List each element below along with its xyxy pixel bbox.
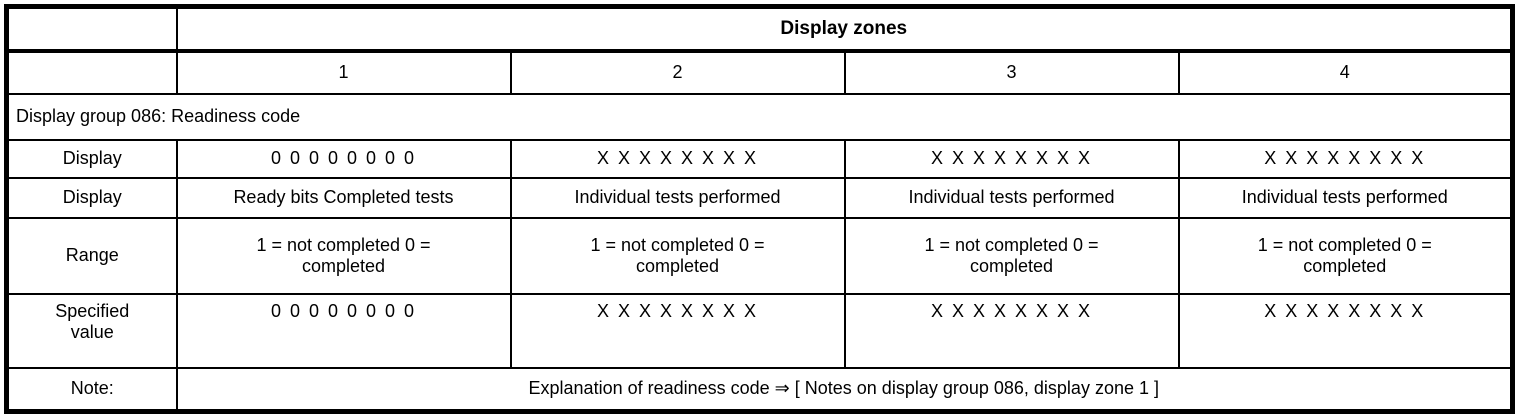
display-group-row: Display group 086: Readiness code — [5, 93, 1514, 141]
specified-value-zone-1: 0 0 0 0 0 0 0 0 — [175, 293, 512, 369]
display-value-zone-3: X X X X X X X X — [843, 139, 1180, 179]
display-zones-title: Display zones — [175, 5, 1514, 53]
specified-value-zone-2: X X X X X X X X — [509, 293, 846, 369]
display-group-title: Display group 086: Readiness code — [5, 93, 1514, 141]
row-label: Display — [5, 139, 178, 179]
display-values-row: Display 0 0 0 0 0 0 0 0 X X X X X X X X … — [5, 139, 1514, 179]
zone-number-1: 1 — [175, 50, 512, 95]
zone-number-3: 3 — [843, 50, 1180, 95]
range-zone-4: 1 = not completed 0 = completed — [1177, 217, 1514, 295]
zone-numbers-row: 1 2 3 4 — [5, 50, 1514, 95]
display-zones-header-row: Display zones — [5, 5, 1514, 53]
specified-value-zone-4: X X X X X X X X — [1177, 293, 1514, 369]
zone-row-label-cell — [5, 50, 178, 95]
display-value-zone-2: X X X X X X X X — [509, 139, 846, 179]
display-value-zone-1: 0 0 0 0 0 0 0 0 — [175, 139, 512, 179]
row-label: Display — [5, 177, 178, 219]
range-zone-3: 1 = not completed 0 = completed — [843, 217, 1180, 295]
note-text: Explanation of readiness code ⇒ [ Notes … — [175, 367, 1514, 413]
readiness-code-table: Display zones 1 2 3 4 Display group 086:… — [4, 4, 1516, 414]
range-row: Range 1 = not completed 0 = completed 1 … — [5, 217, 1514, 295]
note-row: Note: Explanation of readiness code ⇒ [ … — [5, 367, 1514, 413]
zone-number-2: 2 — [509, 50, 846, 95]
range-zone-1: 1 = not completed 0 = completed — [175, 217, 512, 295]
display-description-row: Display Ready bits Completed tests Indiv… — [5, 177, 1514, 219]
corner-cell — [5, 5, 178, 53]
specified-value-zone-3: X X X X X X X X — [843, 293, 1180, 369]
display-desc-zone-4: Individual tests performed — [1177, 177, 1514, 219]
display-desc-zone-2: Individual tests performed — [509, 177, 846, 219]
row-label: Range — [5, 217, 178, 295]
display-desc-zone-3: Individual tests performed — [843, 177, 1180, 219]
row-label: Specified value — [5, 293, 178, 369]
display-value-zone-4: X X X X X X X X — [1177, 139, 1514, 179]
specified-value-row: Specified value 0 0 0 0 0 0 0 0 X X X X … — [5, 293, 1514, 369]
range-zone-2: 1 = not completed 0 = completed — [509, 217, 846, 295]
display-desc-zone-1: Ready bits Completed tests — [175, 177, 512, 219]
note-label: Note: — [5, 367, 178, 413]
zone-number-4: 4 — [1177, 50, 1514, 95]
